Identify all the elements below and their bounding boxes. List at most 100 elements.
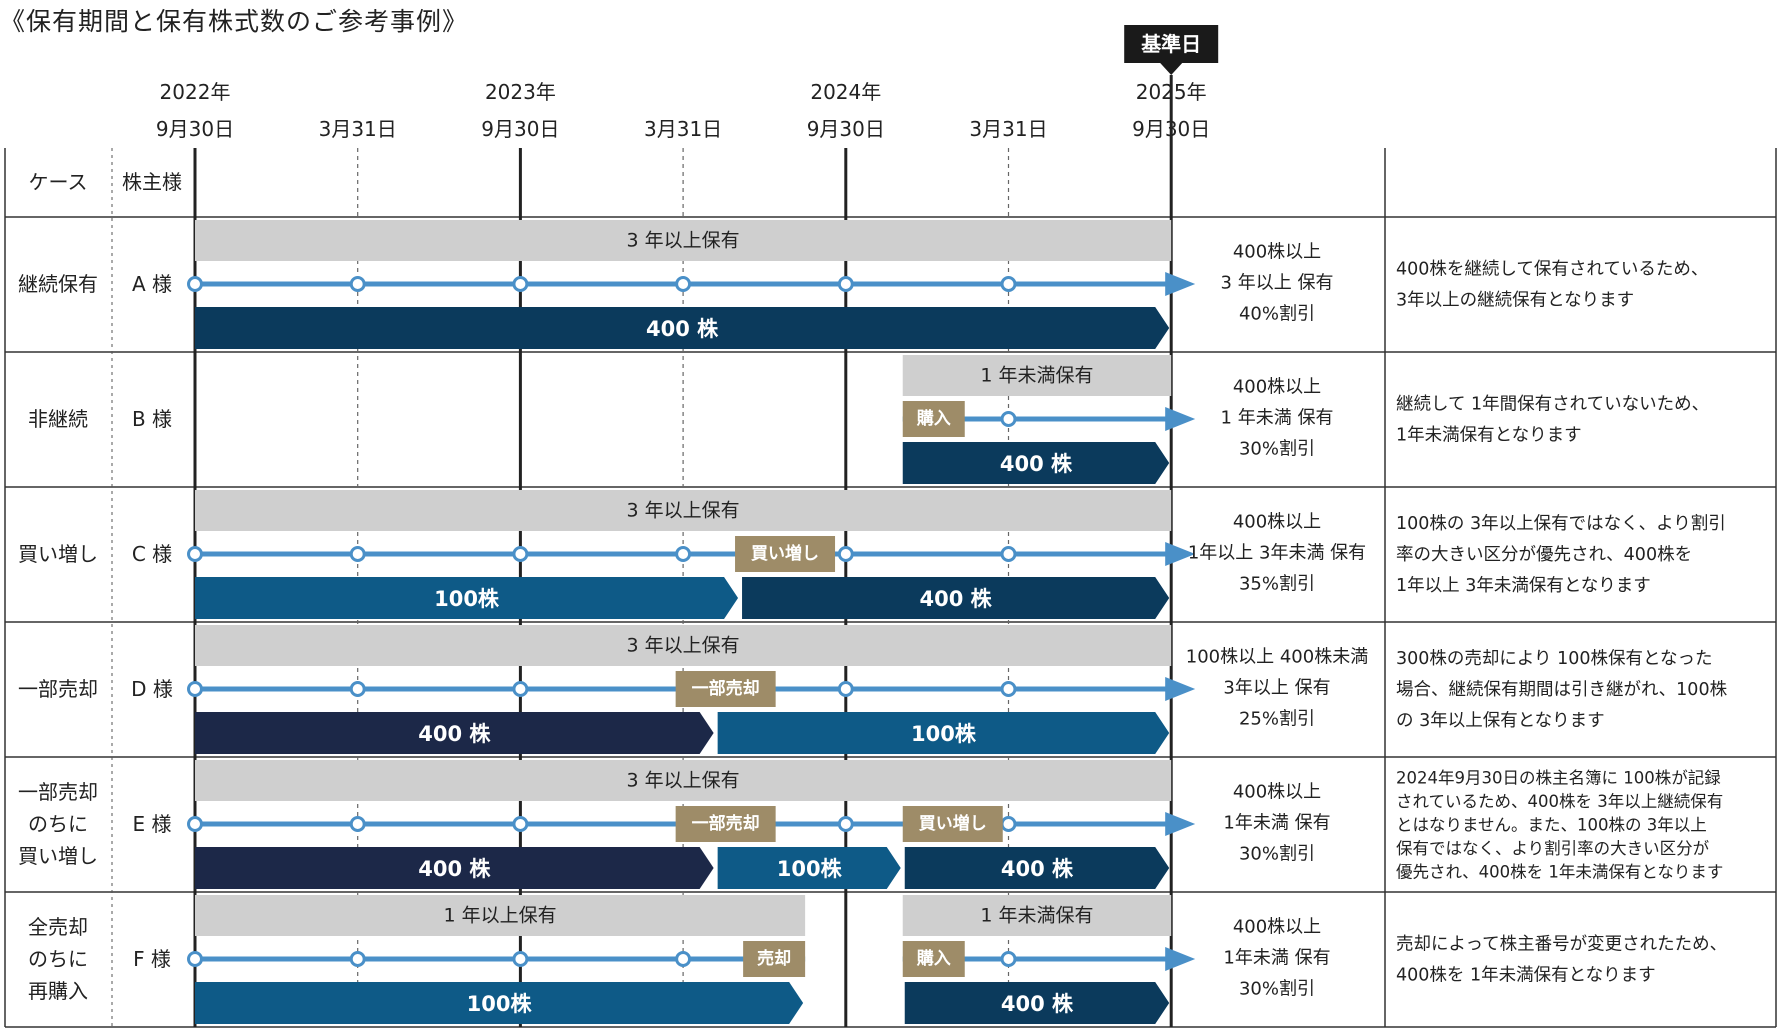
timeline-node (675, 546, 692, 562)
result-text: 100株以上 400株未満 (1186, 647, 1368, 668)
case-label: のちに (28, 812, 88, 836)
holding-bar-label: 100株 (777, 857, 843, 881)
holding-bar-label: 400 株 (1001, 992, 1074, 1016)
header-holder: 株主様 (122, 170, 182, 194)
timeline-node (1000, 411, 1017, 427)
result-text: 30%割引 (1239, 439, 1315, 460)
timeline-arrowhead (1165, 272, 1196, 296)
holding-bar (195, 577, 739, 619)
timeline-node (837, 546, 854, 562)
timeline-node (1000, 816, 1017, 832)
result-text: 1 年未満 保有 (1221, 408, 1334, 429)
event-tag-label: 売却 (757, 948, 791, 969)
note-text: 保有ではなく、より割引率の大きい区分が (1396, 839, 1710, 858)
timeline-node (1000, 276, 1017, 292)
holder-label: F 様 (133, 947, 171, 971)
result-text: 400株以上 (1233, 512, 1321, 533)
holding-period-band (195, 895, 806, 936)
date-label: 9月30日 (807, 117, 885, 141)
holding-bar (902, 442, 1170, 484)
timeline-node (349, 276, 366, 292)
holding-bar (717, 712, 1170, 754)
result-text: 1年以上 3年未満 保有 (1188, 543, 1366, 564)
note-text: 1年以上 3年未満保有となります (1396, 576, 1651, 596)
event-tag-label: 購入 (917, 948, 951, 969)
header-case: ケース (29, 170, 88, 194)
holding-period-label: 3 年以上保有 (627, 230, 740, 252)
holder-label: E 様 (133, 812, 172, 836)
page-title: 《保有期間と保有株式数のご参考事例》 (0, 7, 469, 36)
date-label: 9月30日 (481, 117, 559, 141)
timeline-node (512, 546, 529, 562)
holding-bar (904, 847, 1170, 889)
note-text: 100株の 3年以上保有ではなく、より割引 (1396, 514, 1726, 534)
holding-period-band (195, 760, 1172, 801)
holder-label: C 様 (132, 542, 172, 566)
case-label: 買い増し (18, 542, 98, 566)
event-tag (675, 806, 776, 842)
holding-period-label: 3 年以上保有 (627, 770, 740, 792)
timeline-node (187, 816, 203, 832)
result-text: 35%割引 (1239, 574, 1315, 595)
note-text: 300株の売却により 100株保有となった (1396, 649, 1713, 669)
timeline-node (512, 276, 529, 292)
result-text: 1年未満 保有 (1223, 813, 1330, 834)
timeline-node (187, 546, 203, 562)
event-tag-label: 購入 (917, 408, 951, 429)
case-label: 買い増し (18, 844, 98, 868)
timeline-node (675, 276, 692, 292)
timeline-node (512, 681, 529, 697)
event-tag (902, 941, 965, 977)
holder-label: A 様 (132, 272, 172, 296)
holding-bar-label: 400 株 (418, 857, 491, 881)
note-text: 場合、継続保有期間は引き継がれ、100株 (1396, 680, 1728, 700)
holding-bar-label: 400 株 (920, 587, 993, 611)
event-tag (675, 671, 776, 707)
holding-bar-label: 400 株 (1001, 857, 1074, 881)
date-label: 3月31日 (644, 117, 722, 141)
holder-label: B 様 (132, 407, 172, 431)
case-label: 一部売却 (18, 677, 98, 701)
case-label: のちに (28, 947, 88, 971)
holding-period-label: 1 年以上保有 (443, 905, 556, 927)
holding-bar-label: 100株 (911, 722, 977, 746)
holding-period-band (902, 895, 1172, 936)
note-text: 継続して 1年間保有されていないため、 (1396, 395, 1709, 415)
timeline-node (837, 276, 854, 292)
result-text: 400株以上 (1233, 242, 1321, 263)
result-text: 1年未満 保有 (1223, 948, 1330, 969)
year-label: 2023年 (485, 80, 556, 104)
note-text: とはなりません。また、100株の 3年以上 (1396, 816, 1707, 835)
timeline-arrowhead (1165, 812, 1196, 836)
holding-bar (195, 982, 804, 1024)
event-tag (902, 806, 1003, 842)
result-text: 3 年以上 保有 (1221, 273, 1334, 294)
timeline-node (512, 951, 529, 967)
timeline-node (675, 951, 692, 967)
note-text: 400株を継続して保有されているため、 (1396, 260, 1708, 280)
note-text: 2024年9月30日の株主名簿に 100株が記録 (1396, 769, 1721, 788)
result-text: 25%割引 (1239, 709, 1315, 730)
event-tag-label: 買い増し (919, 813, 987, 834)
case-label: 継続保有 (18, 272, 98, 296)
timeline-node (349, 681, 366, 697)
timeline-arrowhead (1165, 947, 1196, 971)
note-text: 率の大きい区分が優先され、400株を (1396, 545, 1692, 565)
timeline-node (1000, 951, 1017, 967)
note-text: 400株を 1年未満保有となります (1396, 966, 1656, 986)
holding-period-band (195, 625, 1172, 666)
note-text: されているため、400株を 3年以上継続保有 (1396, 792, 1723, 811)
case-label: 一部売却 (18, 780, 98, 804)
event-tag-label: 一部売却 (692, 813, 760, 834)
holding-bar-label: 400 株 (418, 722, 491, 746)
holding-period-band (195, 490, 1172, 531)
case-label: 非継続 (28, 407, 88, 431)
timeline-node (187, 951, 203, 967)
result-text: 400株以上 (1233, 917, 1321, 938)
timeline-node (837, 816, 854, 832)
base-date-pointer (1160, 63, 1183, 75)
holding-period-label: 3 年以上保有 (627, 500, 740, 522)
note-text: 売却によって株主番号が変更されたため、 (1396, 935, 1727, 955)
holding-bar-label: 100株 (434, 587, 500, 611)
result-text: 400株以上 (1233, 782, 1321, 803)
